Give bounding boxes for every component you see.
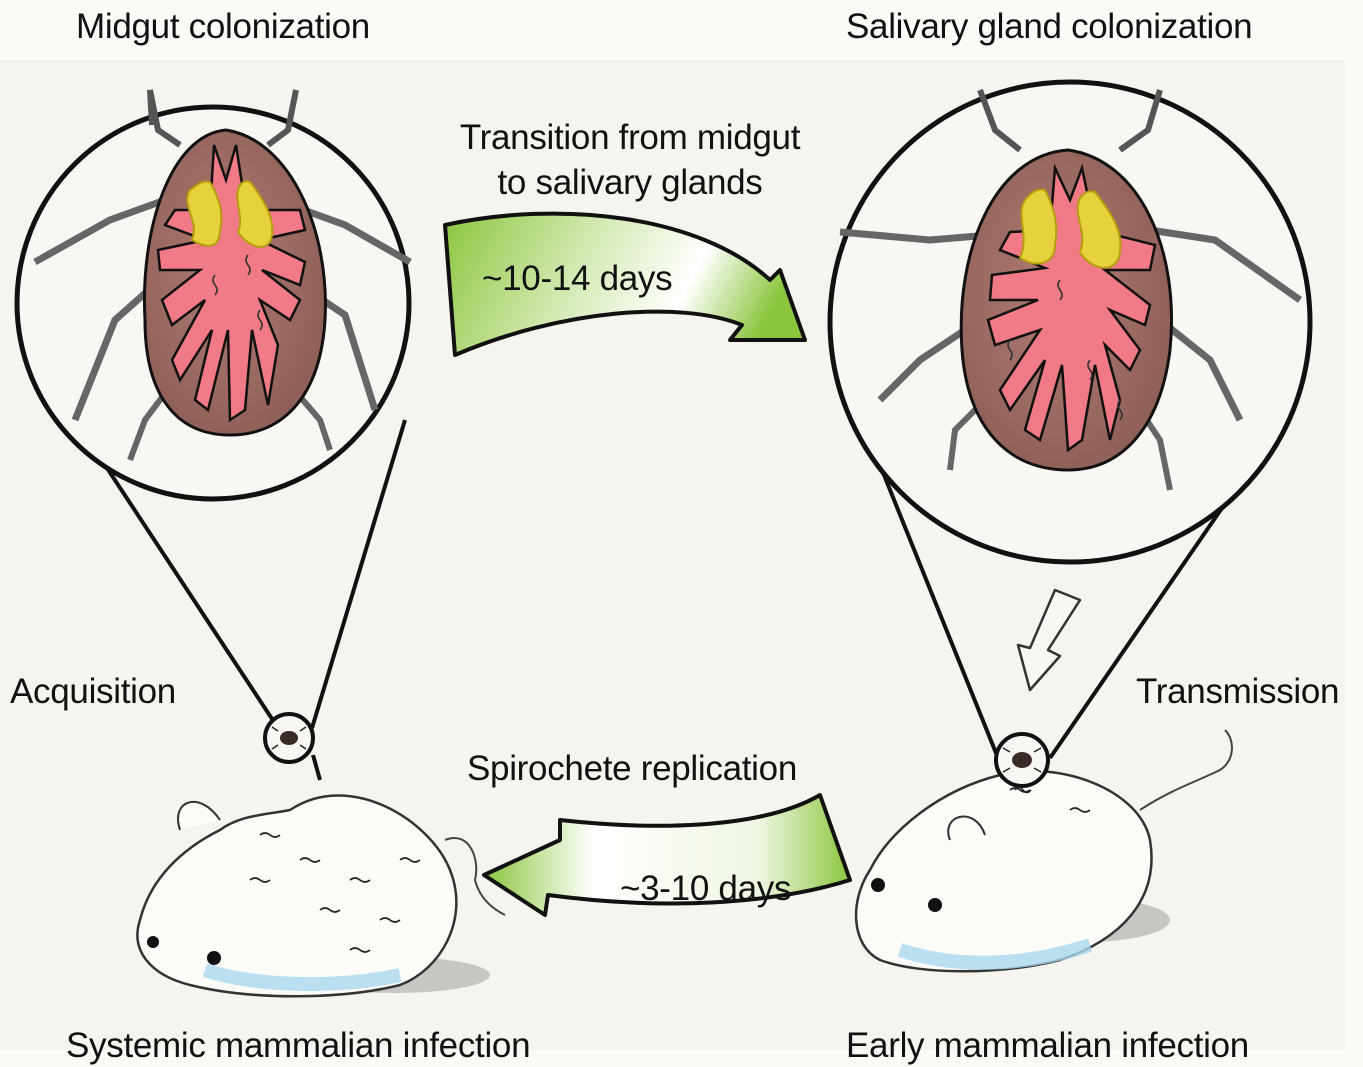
down-arrow-icon [1018, 590, 1080, 690]
transition-label-line1: Transition from midgut [430, 118, 830, 158]
systemic-infection-label: Systemic mammalian infection [66, 1026, 530, 1066]
salivary-gland-colonization-label: Salivary gland colonization [846, 7, 1252, 47]
right-mouse-icon [856, 730, 1232, 971]
acquisition-label: Acquisition [10, 672, 176, 712]
days-bottom-label: ~3-10 days [620, 869, 791, 909]
days-top-label: ~10-14 days [482, 259, 672, 299]
midgut-colonization-label: Midgut colonization [76, 7, 370, 47]
early-infection-label: Early mammalian infection [846, 1026, 1249, 1066]
left-mouse-icon [137, 714, 505, 996]
transmission-label: Transmission [1136, 672, 1339, 712]
transition-label-line2: to salivary glands [430, 163, 830, 203]
spirochete-replication-label: Spirochete replication [467, 749, 797, 789]
